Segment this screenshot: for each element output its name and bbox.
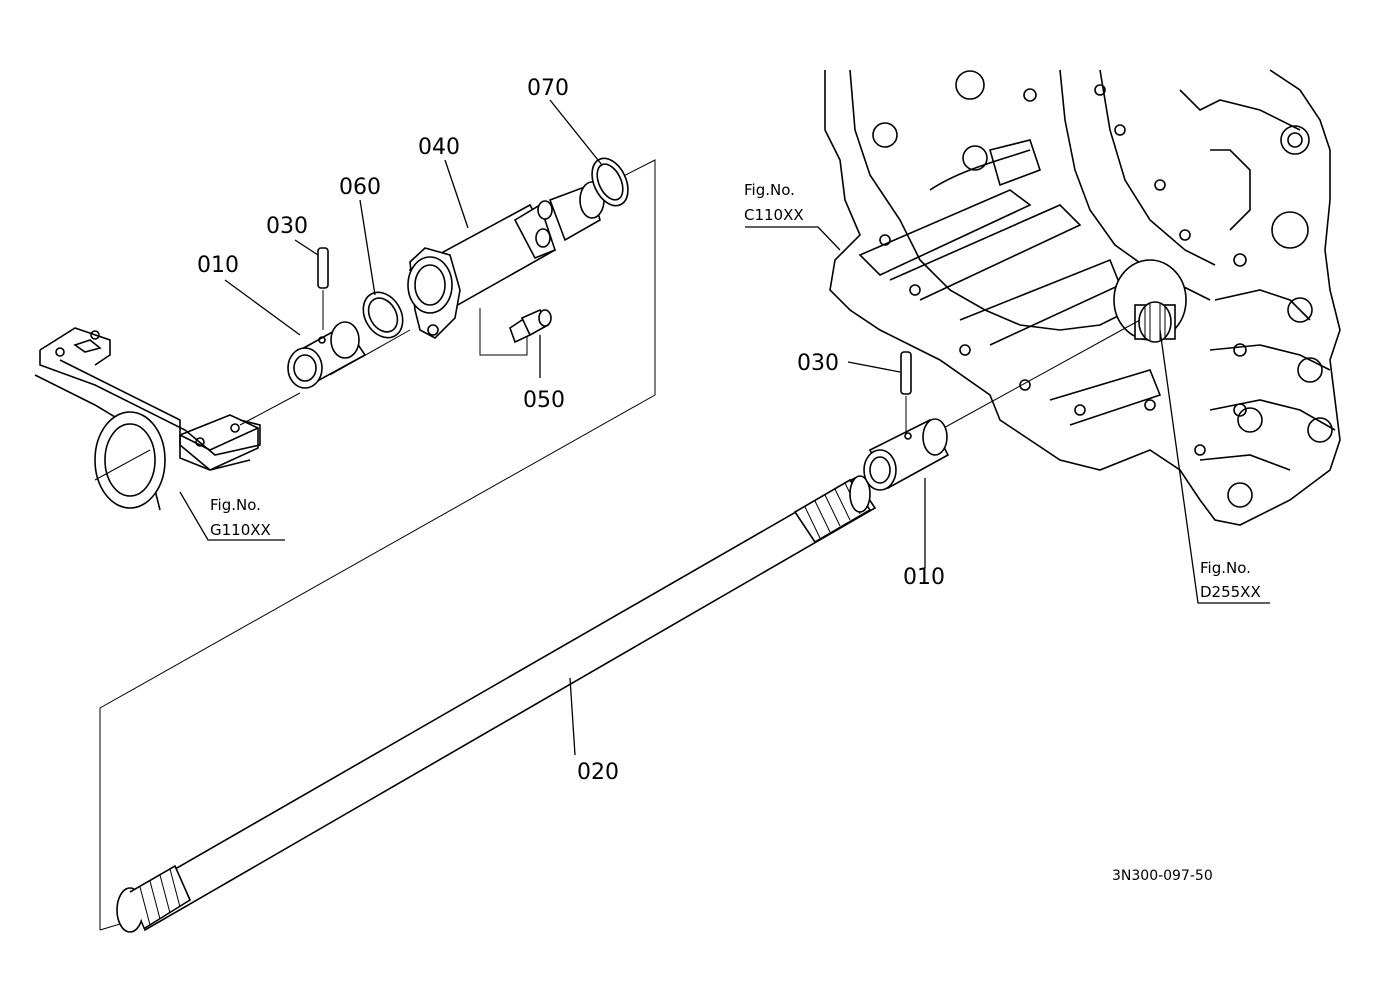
housing-040	[407, 181, 605, 339]
fig-ref-g110-prefix: Fig.No.	[210, 496, 261, 514]
fig-ref-c110-prefix: Fig.No.	[744, 181, 795, 199]
transmission-case	[824, 69, 1341, 526]
fig-ref-d255-prefix: Fig.No.	[1200, 559, 1251, 577]
callout-030-left: 030	[266, 214, 308, 239]
callout-020: 020	[577, 760, 619, 785]
assembly-centerline	[239, 319, 1141, 431]
callouts: 010 030 060 040 070 050 020 030 010	[197, 76, 945, 785]
callout-030-right: 030	[797, 351, 839, 376]
bolt-050	[509, 308, 552, 344]
callout-010-left: 010	[197, 253, 239, 278]
bushing-010-left	[287, 321, 367, 389]
callout-060: 060	[339, 175, 381, 200]
pin-030-left	[317, 247, 329, 330]
callout-070: 070	[527, 76, 569, 101]
o-ring-060	[362, 291, 404, 339]
bushing-010-right	[863, 418, 950, 491]
callout-040: 040	[418, 135, 460, 160]
fig-ref-c110-code: C110XX	[744, 206, 804, 224]
fig-ref-g110-code: G110XX	[210, 521, 271, 539]
fig-ref-d255-code: D255XX	[1200, 583, 1261, 601]
group-frame	[99, 159, 656, 931]
figure-references: Fig.No. C110XX Fig.No. G110XX Fig.No. D2…	[210, 181, 1261, 601]
shaft-020	[116, 475, 877, 933]
front-axle-bracket	[34, 327, 261, 511]
drawing-code: 3N300-097-50	[1112, 868, 1213, 884]
leader-lines	[179, 99, 1270, 756]
callout-050: 050	[523, 388, 565, 413]
pin-030-right	[900, 351, 912, 432]
callout-010-right: 010	[903, 565, 945, 590]
